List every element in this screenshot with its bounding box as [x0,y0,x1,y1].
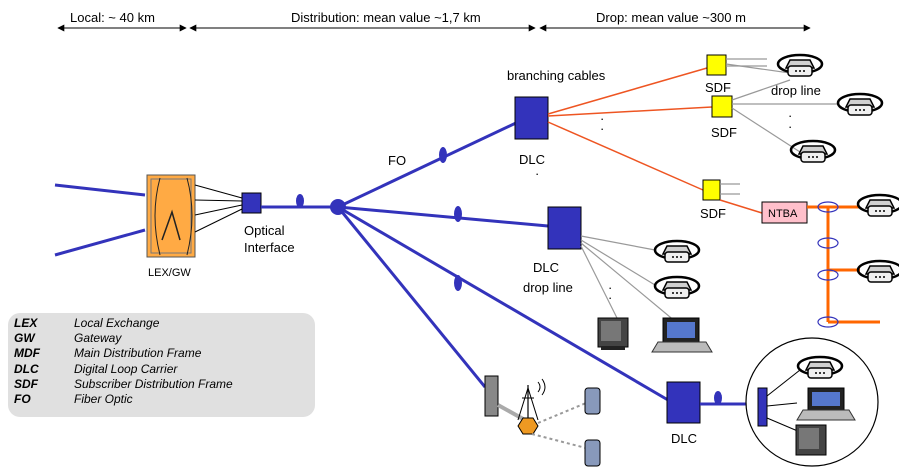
tv-icon [597,317,629,350]
phone-icon-6 [653,239,701,264]
drop-dot-2: · [788,119,792,134]
ntba-feed-cable [719,199,763,214]
phone-icon-3 [789,139,837,164]
lex-gw-label: LEX/GW [148,267,191,279]
drop-lines-mid [580,235,677,323]
distance-scale: Local: ~ 40 km Distribution: mean value … [57,10,811,32]
fiber-marker-2 [454,206,462,222]
sdf-box-1 [706,54,727,76]
ntba-label: NTBA [768,208,798,220]
branching-cables-label: branching cables [507,68,606,83]
header-local: Local: ~ 40 km [70,10,155,25]
sdf-label-3: SDF [700,206,726,221]
fo-label: FO [388,153,406,168]
legend-abbr-dlc: DLC [14,362,39,376]
drop-line-top-label: drop line [771,83,821,98]
home-fiber-marker [714,391,722,405]
branching-copper-cables [547,67,713,191]
legend-desc-sdf: Subscriber Distribution Frame [74,377,233,391]
s0-bus [807,205,880,324]
mobile-phone-icon-1 [584,387,601,415]
optical-interface-label-2: Interface [244,240,295,255]
legend-desc-fo: Fiber Optic [74,392,133,406]
legend: LEX Local Exchange GW Gateway MDF Main D… [14,316,233,406]
branch-dots-1: · [600,111,604,126]
sdf-box-3 [702,179,721,201]
laptop-icon-home [796,387,856,421]
header-distribution: Distribution: mean value ~1,7 km [291,10,481,25]
dlc-top-box [514,96,549,140]
phone-icon-4 [856,193,899,218]
legend-abbr-mdf: MDF [14,346,41,360]
laptop-icon [651,317,713,353]
lex-gw-node: LEX/GW [146,174,196,279]
trunk-fiber-top [54,183,146,197]
phone-icon-2 [836,92,884,117]
distribution-fibers [336,120,669,402]
fiber-marker-1 [439,147,447,163]
dlc-bottom-label: DLC [671,431,697,446]
legend-abbr-gw: GW [14,331,36,345]
header-drop: Drop: mean value ~300 m [596,10,746,25]
sdf-label-1: SDF [705,80,731,95]
ntba-box [761,201,808,224]
phone-icon-7 [653,275,701,300]
home-wiring [766,369,801,433]
legend-desc-lex: Local Exchange [74,316,160,330]
bus-sockets [817,201,839,328]
sdf-box-2 [711,95,733,118]
optical-interface-label-1: Optical [244,223,285,238]
phone-icon-5 [856,259,899,284]
drop-lines-top [720,58,838,195]
mid-dot-1: · [608,280,612,295]
drop-dot-1: · [788,108,792,123]
dlc-mid-box [547,206,582,250]
fiber-marker-3 [454,275,462,291]
branch-dots-2: · [600,121,604,136]
sdf-label-2: SDF [711,125,737,140]
dlc-top-label: DLC [519,152,545,167]
drop-line-mid-label: drop line [523,280,573,295]
dlc-top-dot: · [535,166,539,181]
legend-abbr-sdf: SDF [14,377,39,391]
optical-interface-box [241,192,262,214]
legend-desc-mdf: Main Distribution Frame [74,346,202,360]
legend-abbr-fo: FO [14,392,31,406]
wireless-site [484,375,601,467]
legend-box [8,313,315,417]
legend-desc-gw: Gateway [74,331,122,345]
dlc-bottom-box [666,381,701,424]
tv-icon-home [795,424,827,456]
legend-desc-dlc: Digital Loop Carrier [74,362,178,376]
fiber-splice-marker [296,194,304,208]
mobile-phone-icon-2 [584,439,601,467]
legend-abbr-lex: LEX [14,316,38,330]
dlc-mid-label: DLC [533,260,559,275]
home-terminal-box [757,387,768,427]
trunk-fiber-bottom [54,228,146,257]
mid-dot-2: · [608,290,612,305]
lex-interconnect [194,184,243,233]
